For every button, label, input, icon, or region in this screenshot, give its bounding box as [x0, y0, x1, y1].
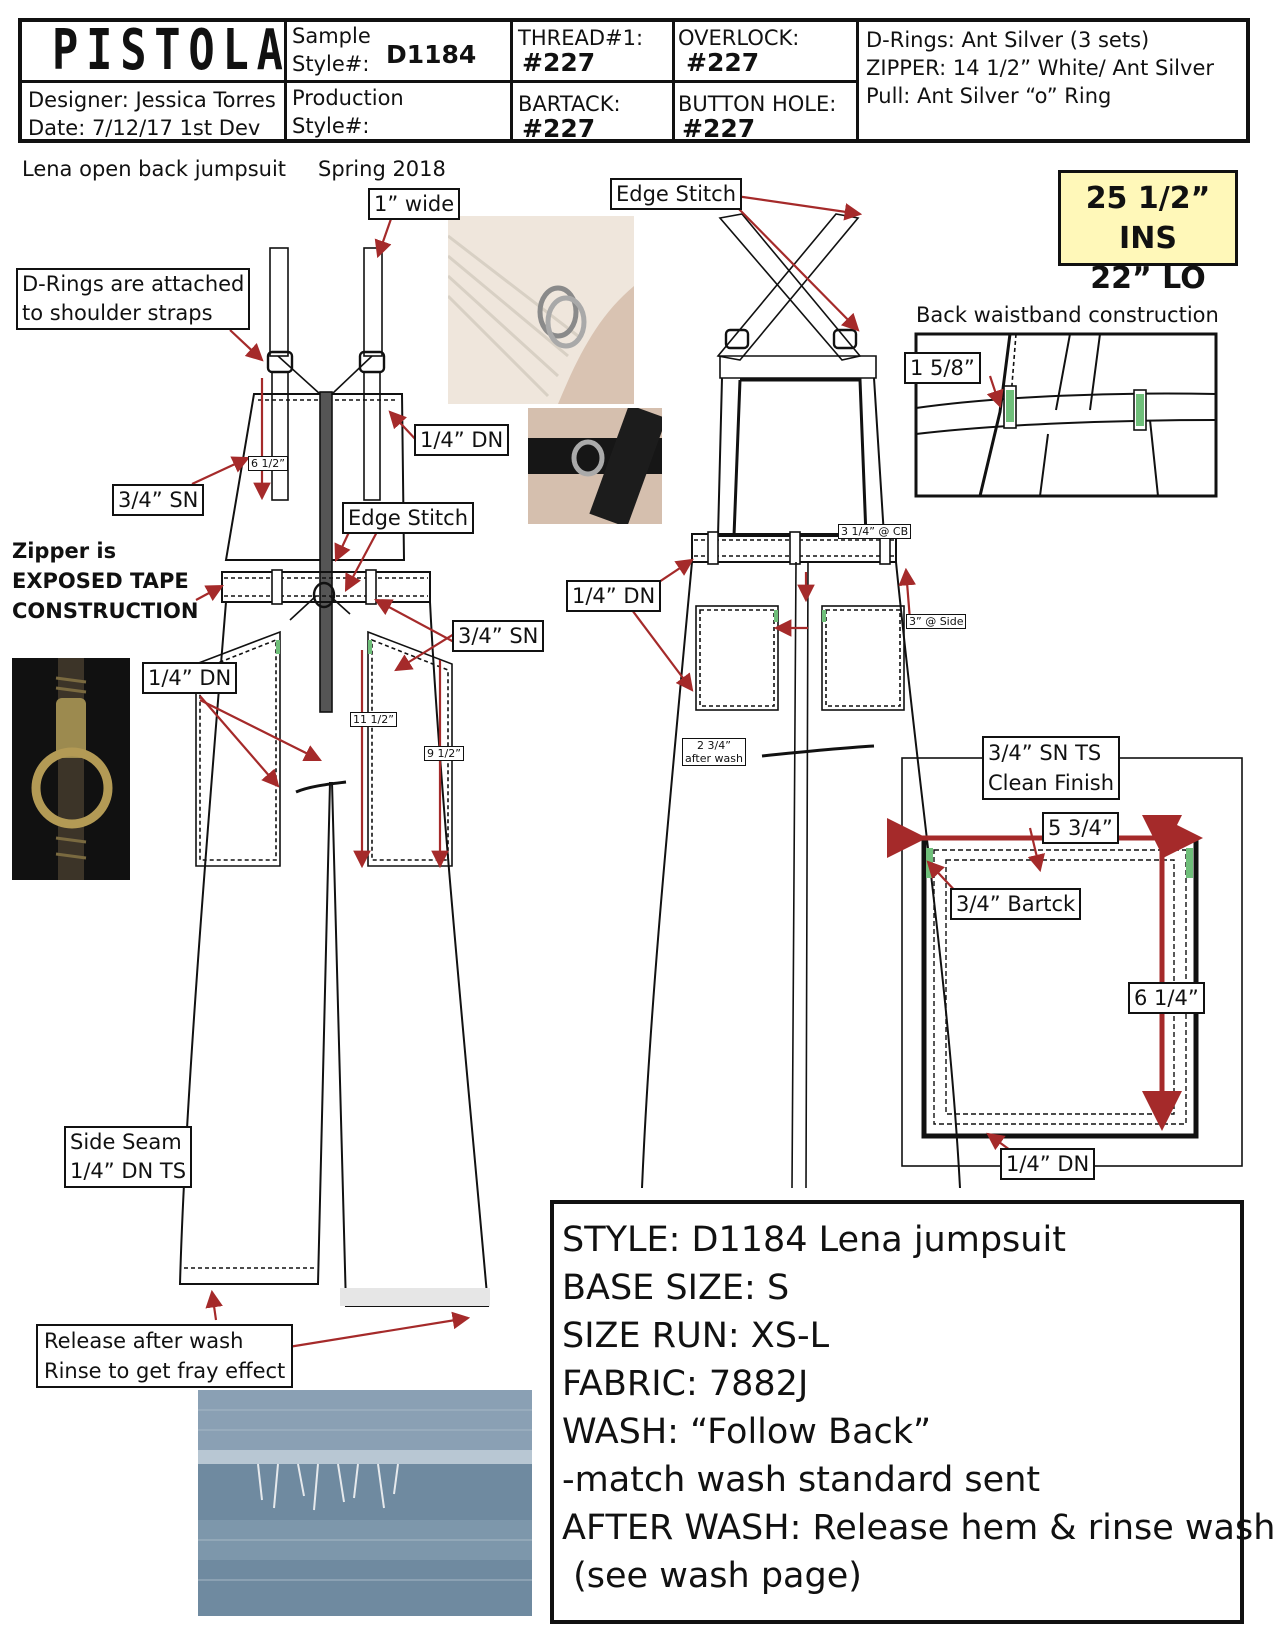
date-label: Date: 7/12/17 1st Dev	[28, 116, 261, 140]
spec-box: STYLE: D1184 Lena jumpsuit BASE SIZE: S …	[550, 1200, 1275, 1624]
header-table: PISTOLA Designer: Jessica Torres Date: 7…	[18, 18, 1250, 143]
front-flat	[178, 247, 490, 1307]
d-ring-photo-front	[448, 216, 634, 404]
leg-opening: 22” LO	[1090, 261, 1206, 296]
d-ring-photo-back	[528, 408, 662, 524]
spec-wash-page: (see wash page)	[562, 1556, 862, 1596]
callout-waistband-dim: 1 5/8”	[904, 352, 981, 384]
callout-strap-length: 6 1/2”	[248, 456, 288, 471]
buttonhole-label: BUTTON HOLE:	[678, 92, 837, 116]
bartack-value: #227	[522, 114, 596, 143]
callout-d-rings-line-1: D-Rings are attached	[22, 272, 245, 296]
callout-pocket-len-a: 11 1/2”	[350, 712, 397, 727]
spec-style: STYLE: D1184 Lena jumpsuit	[562, 1220, 1066, 1260]
callout-after-wash: 2 3/4” after wash	[682, 738, 746, 766]
bartack-label: BARTACK:	[518, 92, 621, 116]
waistband-detail	[914, 332, 1218, 498]
designer-label: Designer: Jessica Torres	[28, 88, 276, 112]
callout-sn-34-b: 3/4” SN	[452, 620, 545, 652]
callout-pocket-sn-ts: 3/4” SN TS Clean Finish	[982, 736, 1121, 800]
overlock-label: OVERLOCK:	[678, 26, 800, 50]
buttonhole-value: #227	[682, 114, 756, 143]
sample-label: Sample	[292, 24, 371, 48]
callout-d-rings: D-Rings are attached to shoulder straps	[16, 268, 251, 330]
trim-d-rings: D-Rings: Ant Silver (3 sets)	[866, 28, 1150, 52]
callout-side: 3” @ Side	[906, 614, 967, 629]
spec-wash-standard: -match wash standard sent	[562, 1460, 1041, 1500]
callout-cb: 3 1/4” @ CB	[838, 524, 912, 539]
callout-release-line-2: Rinse to get fray effect	[44, 1359, 286, 1383]
fray-effect-photo	[198, 1390, 532, 1616]
zipper-pull-photo	[12, 658, 130, 880]
zipper-note: Zipper is EXPOSED TAPE CONSTRUCTION	[12, 536, 199, 626]
callout-after-wash-line-2: after wash	[685, 752, 743, 765]
sample-style-value: D1184	[386, 40, 477, 69]
production-label: Production	[292, 86, 404, 110]
production-style-label: Style#:	[292, 114, 370, 138]
inseam-leg-opening-box: 25 1/2” INS 22” LO	[1058, 170, 1238, 296]
callout-release-line-1: Release after wash	[44, 1329, 244, 1353]
callout-pocket-len-b: 9 1/2”	[424, 746, 464, 761]
callout-pocket-height: 6 1/4”	[1128, 982, 1205, 1014]
callout-pocket-bartack: 3/4” Bartck	[950, 888, 1082, 920]
callout-side-seam-line-2: 1/4” DN TS	[70, 1159, 187, 1183]
callout-pocket-width: 5 3/4”	[1042, 812, 1119, 844]
back-flat	[641, 213, 961, 1189]
zipper-note-line-2: EXPOSED TAPE	[12, 569, 189, 593]
callout-release: Release after wash Rinse to get fray eff…	[36, 1324, 294, 1388]
spec-fabric: FABRIC: 7882J	[562, 1364, 809, 1404]
callout-side-seam: Side Seam 1/4” DN TS	[64, 1126, 193, 1188]
spec-after-wash: AFTER WASH: Release hem & rinse wash	[562, 1508, 1275, 1548]
season: Spring 2018	[318, 157, 446, 181]
callout-back-pocket-dn: 1/4” DN	[566, 580, 662, 612]
callout-pocket-dn: 1/4” DN	[142, 662, 238, 694]
sample-style-label: Style#:	[292, 52, 370, 76]
callout-side-seam-line-1: Side Seam	[70, 1130, 182, 1154]
zipper-note-line-1: Zipper is	[12, 539, 117, 563]
callout-d-rings-line-2: to shoulder straps	[22, 301, 213, 325]
callout-pocket-sn-ts-line-2: Clean Finish	[988, 771, 1115, 795]
callout-after-wash-line-1: 2 3/4”	[697, 739, 731, 752]
style-name: Lena open back jumpsuit	[22, 157, 287, 181]
callout-front-edge-stitch: Edge Stitch	[342, 502, 475, 534]
callout-back-edge-stitch: Edge Stitch	[610, 178, 743, 210]
waistband-title: Back waistband construction	[916, 303, 1219, 327]
callout-strap-dn: 1/4” DN	[414, 424, 510, 456]
spec-size-run: SIZE RUN: XS-L	[562, 1316, 830, 1356]
trim-zipper: ZIPPER: 14 1/2” White/ Ant Silver	[866, 56, 1214, 80]
callout-strap-width: 1” wide	[368, 188, 461, 220]
overlock-value: #227	[686, 48, 760, 77]
thread-value: #227	[522, 48, 596, 77]
trim-pull: Pull: Ant Silver “o” Ring	[866, 84, 1112, 108]
callout-pocket-detail-dn: 1/4” DN	[1000, 1148, 1096, 1180]
thread-label: THREAD#1:	[518, 26, 644, 50]
callout-pocket-sn-ts-line-1: 3/4” SN TS	[988, 741, 1102, 765]
zipper-note-line-3: CONSTRUCTION	[12, 599, 199, 623]
spec-wash: WASH: “Follow Back”	[562, 1412, 932, 1452]
inseam: 25 1/2” INS	[1085, 181, 1211, 256]
callout-sn-34-a: 3/4” SN	[112, 484, 205, 516]
spec-base-size: BASE SIZE: S	[562, 1268, 790, 1308]
